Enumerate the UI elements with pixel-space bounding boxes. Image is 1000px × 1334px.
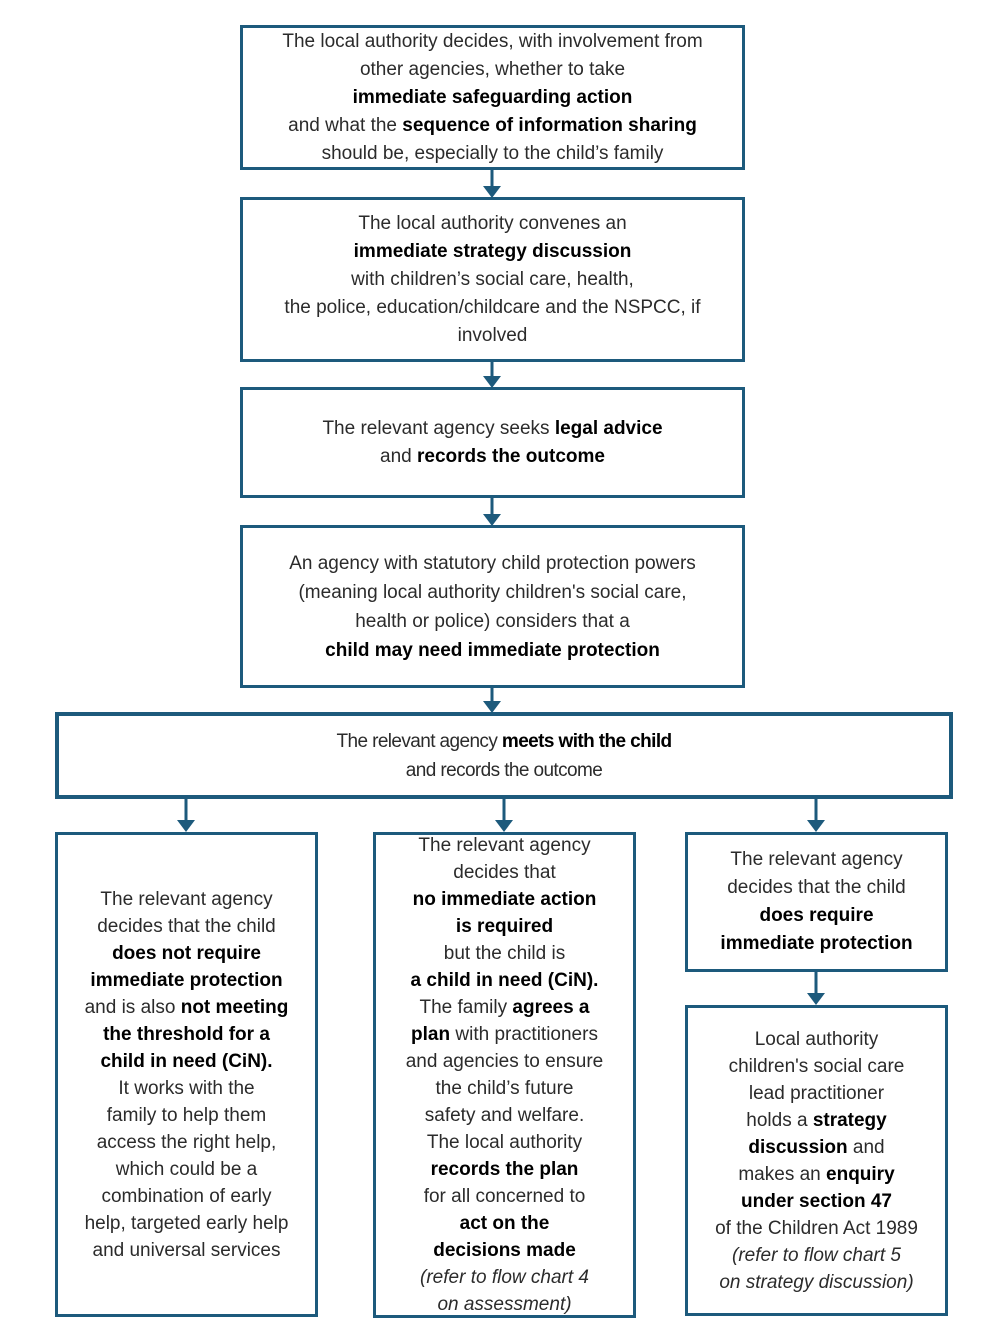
flow-box-text: The local authority decides, with involv… bbox=[282, 30, 703, 164]
flow-box-meets-child: The relevant agency meets with the child… bbox=[55, 712, 953, 799]
arrow-down-icon bbox=[807, 797, 825, 832]
arrow-down-icon bbox=[483, 169, 501, 198]
flow-box-safeguarding-decision: The local authority decides, with involv… bbox=[240, 25, 745, 170]
arrow-down-icon bbox=[483, 687, 501, 713]
flow-box-may-need-protection: An agency with statutory child protectio… bbox=[240, 525, 745, 688]
arrow-down-icon bbox=[495, 797, 513, 832]
arrow-down-icon bbox=[177, 797, 195, 832]
flow-box-text: The relevant agency meets with the child… bbox=[336, 730, 672, 781]
flow-box-text: An agency with statutory child protectio… bbox=[289, 552, 696, 661]
arrow-down-icon bbox=[483, 497, 501, 526]
arrow-down-icon bbox=[483, 361, 501, 388]
arrow-down-icon bbox=[807, 971, 825, 1005]
